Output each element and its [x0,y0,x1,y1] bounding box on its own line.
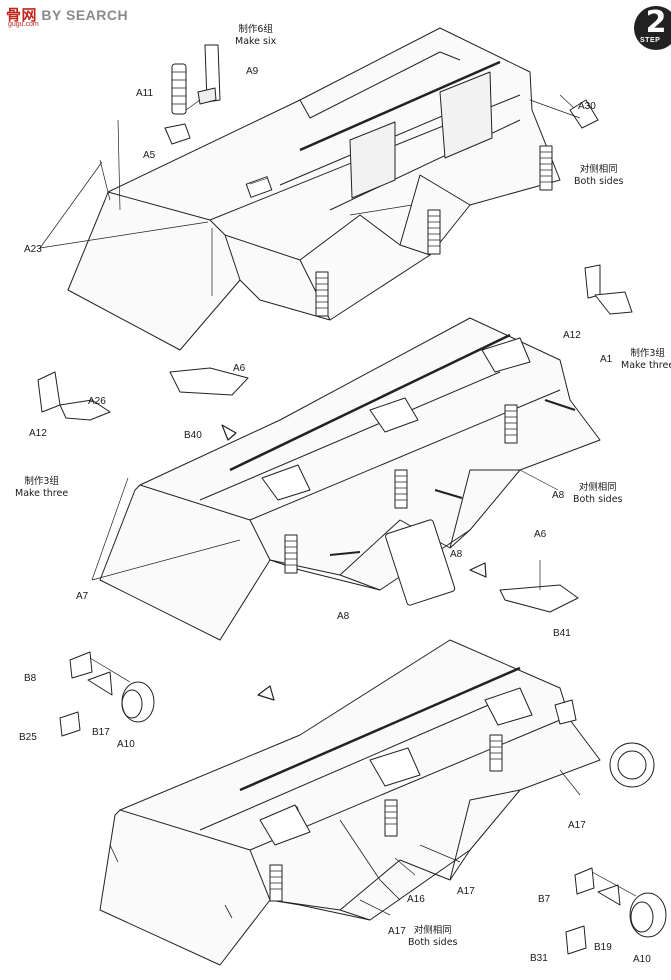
springs-top [315,145,553,317]
note-make-three-left: 制作3组 Make three [15,476,68,500]
note-both-sides-3-en: Both sides [408,937,458,948]
label-a26: A26 [88,396,106,407]
hull-top [67,27,561,351]
label-a17-mid: A17 [457,886,475,897]
label-b19: B19 [594,942,612,953]
part-a11-a9 [164,44,221,145]
note-make-three-right-cn: 制作3组 [630,348,665,359]
note-both-sides-2: 对侧相同 Both sides [573,482,623,506]
headlight-right [565,867,667,955]
watermark-text: BY SEARCH [41,7,129,23]
note-make-three-right: 制作3组 Make three [621,348,671,372]
suspension-middle [261,337,576,574]
headlight-left [59,651,155,737]
label-a10-right: A10 [633,954,651,965]
note-make-three-left-cn: 制作3组 [24,476,59,487]
part-a30 [559,94,599,129]
note-both-sides-1-cn: 对侧相同 [579,164,618,175]
note-make-three-right-en: Make three [621,360,671,371]
note-both-sides-1-en: Both sides [574,176,624,187]
note-make-six-cn: 制作6组 [238,24,273,35]
label-b40: B40 [184,430,202,441]
watermark-cn: 骨网 [6,6,38,24]
step-number: 2 [645,5,667,40]
suspension-bottom [259,687,655,902]
note-make-three-left-en: Make three [15,488,69,499]
label-a23: A23 [24,244,42,255]
step-badge: 2 STEP [634,6,671,50]
watermark: 骨网 BY SEARCH [6,4,128,25]
label-a10-left: A10 [117,739,135,750]
label-a17-right: A17 [568,820,586,831]
label-b17: B17 [92,727,110,738]
label-a6-right: A6 [534,529,547,540]
note-make-six: 制作6组 Make six [235,24,276,48]
note-both-sides-2-en: Both sides [573,494,623,505]
label-a12-right: A12 [563,330,581,341]
label-a12-left: A12 [29,428,47,439]
label-b31: B31 [530,953,548,964]
label-a5: A5 [143,150,156,161]
step-word: STEP [640,37,661,44]
label-b8: B8 [24,673,37,684]
label-a30: A30 [578,101,596,112]
label-a8-right: A8 [552,490,565,501]
label-b25: B25 [19,732,37,743]
note-both-sides-1: 对侧相同 Both sides [574,164,624,188]
label-a9: A9 [246,66,259,77]
note-make-six-en: Make six [235,36,277,47]
label-a8-bottom: A8 [337,611,350,622]
note-both-sides-3: 对侧相同 Both sides [408,925,458,949]
label-a16: A16 [407,894,425,905]
label-a8-mid: A8 [450,549,463,560]
note-both-sides-2-cn: 对侧相同 [578,482,617,493]
watermark-url: gugu.com [8,21,39,28]
flow-arrows [221,424,487,701]
note-both-sides-3-cn: 对侧相同 [413,925,452,936]
label-a11: A11 [136,88,154,99]
label-b7: B7 [538,894,551,905]
label-a7: A7 [76,591,89,602]
hull-middle [37,264,633,641]
hull-bottom [99,639,601,966]
label-a17-bottom: A17 [388,926,406,937]
label-a6-top: A6 [233,363,246,374]
label-a1: A1 [600,354,613,365]
label-b41: B41 [553,628,571,639]
